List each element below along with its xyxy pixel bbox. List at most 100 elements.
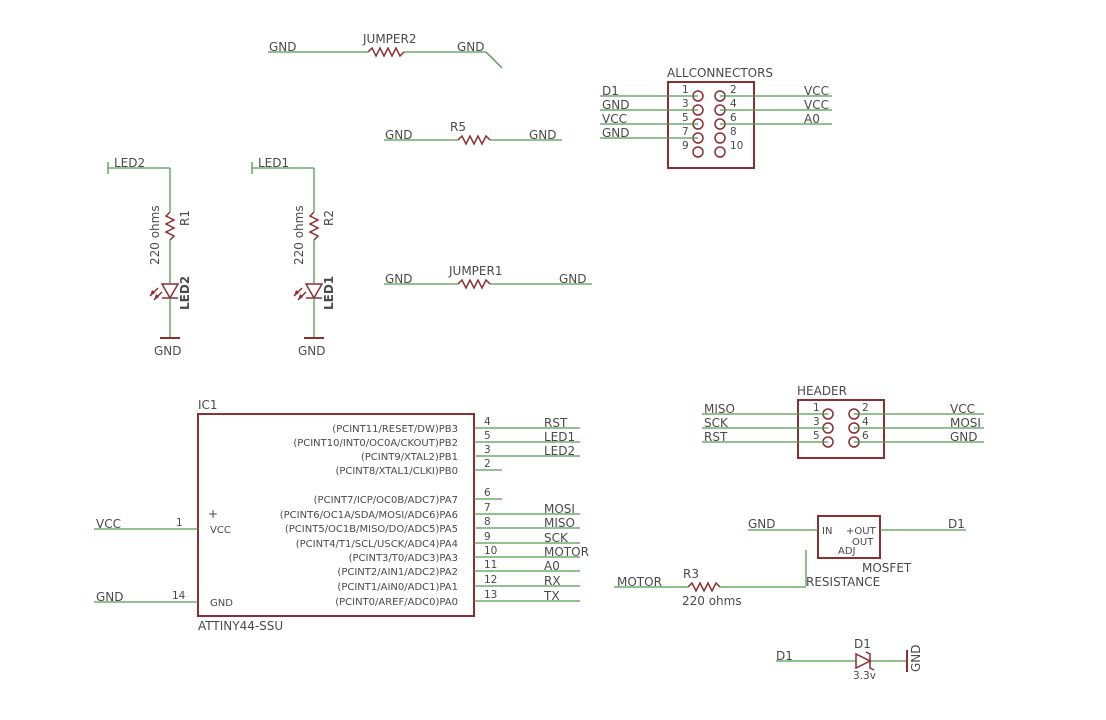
ac-net-vcc: VCC (602, 112, 627, 126)
led2-diode-symbol (160, 283, 180, 300)
ic1-vcc-net: VCC (96, 517, 121, 531)
ac-pin-7: 7 (682, 126, 689, 138)
ic1-pin-net: RST (544, 416, 568, 430)
ic1-pin-net: MOSI (544, 502, 575, 516)
ic1-pin-net: MOTOR (544, 545, 589, 559)
ic1-pin-function: (PCINT5/OC1B/MISO/DO/ADC5)PA5 (285, 524, 458, 535)
ic1-pin-number: 2 (484, 458, 491, 470)
header-body (797, 399, 885, 459)
ic1-pin-function: (PCINT4/T1/SCL/USCK/ADC4)PA4 (296, 539, 458, 550)
ic1-pin-number: 13 (484, 589, 497, 601)
d1-right-net: GND (909, 644, 923, 672)
header-name: HEADER (797, 384, 847, 398)
r3-left-net: MOTOR (617, 575, 662, 589)
mosfet-group[interactable]: IN +OUT OUT ADJ MOSFET GND D1 (748, 515, 966, 586)
hdr-net-vcc: VCC (950, 402, 975, 416)
r2-led1-branch[interactable]: LED1 R2 220 ohms LED1 GND (251, 156, 336, 358)
r1-top-net: LED2 (114, 156, 145, 170)
hdr-net-miso: MISO (704, 402, 735, 416)
mosfet-in-label: IN (822, 526, 832, 537)
ac-pin-5: 5 (682, 112, 689, 124)
ac-pin-3: 3 (682, 98, 689, 110)
mosfet-name: MOSFET (862, 561, 912, 575)
mosfet-out-net: D1 (948, 517, 965, 531)
ac-pin-4: 4 (730, 98, 737, 110)
ic1-pin-number: 8 (484, 516, 491, 528)
r5-name: R5 (450, 120, 466, 134)
jumper2-right-net: GND (457, 40, 485, 54)
jumper1-group[interactable]: JUMPER1 GND GND (384, 264, 592, 290)
ic1-body (197, 413, 475, 617)
header-pin-circles (822, 408, 860, 448)
ic1-pin-number: 12 (484, 574, 497, 586)
d1-left-net: D1 (776, 649, 793, 663)
jumper1-name: JUMPER1 (448, 264, 502, 278)
mosfet-in-net: GND (748, 517, 776, 531)
ic1-pin-function: (PCINT1/AIN0/ADC1)PA1 (337, 582, 458, 593)
r3-group[interactable]: R3 220 ohms MOTOR RESISTANCE (614, 567, 880, 608)
d1-value: 3.3v (853, 670, 876, 682)
r2-resistor-symbol (308, 211, 320, 241)
ic1-pin-function: (PCINT0/AREF/ADC0)PA0 (335, 597, 458, 608)
r1-name: R1 (178, 210, 192, 226)
ic1-pin-net: LED2 (544, 444, 575, 458)
ic1-group[interactable]: IC1 ATTINY44-SSU + VCC GND 1 14 VCC GND … (94, 398, 589, 633)
ic1-part: ATTINY44-SSU (198, 619, 283, 633)
r3-resistor-symbol (687, 581, 721, 593)
ic1-name: IC1 (198, 398, 218, 412)
jumper1-left-net: GND (385, 272, 413, 286)
r2-top-net: LED1 (258, 156, 289, 170)
ic1-pin-number: 3 (484, 444, 491, 456)
ic1-pin-net: A0 (544, 559, 560, 573)
mosfet-adj-label: ADJ (838, 546, 856, 557)
mosfet-body (817, 515, 881, 559)
ic1-pin-function: (PCINT6/OC1A/SDA/MOSI/ADC6)PA6 (280, 510, 458, 521)
ic1-pin-function: (PCINT7/ICP/OC0B/ADC7)PA7 (314, 495, 458, 506)
jumper2-resistor-symbol (367, 46, 405, 58)
jumper2-left-net: GND (269, 40, 297, 54)
r2-value: 220 ohms (292, 205, 306, 265)
hdr-pin-4: 4 (862, 416, 869, 428)
r2-name: R2 (322, 210, 336, 226)
r5-group[interactable]: R5 GND GND (384, 120, 562, 146)
hdr-pin-2: 2 (862, 402, 869, 414)
r5-resistor-symbol (457, 134, 491, 146)
jumper2-group[interactable]: JUMPER2 GND GND (268, 32, 503, 69)
allconnectors-group[interactable]: ALLCONNECTORS 1 3 5 7 9 2 4 6 8 10 D1 GN… (600, 66, 832, 169)
ic1-pin-function: (PCINT10/INT0/OC0A/CKOUT)PB2 (293, 438, 458, 449)
ic1-pin-number: 6 (484, 487, 491, 499)
ic1-pin-net: MISO (544, 516, 575, 530)
hdr-net-sck: SCK (704, 416, 729, 430)
led1-diode-symbol (304, 283, 324, 300)
ac-net-vcc-r1: VCC (804, 84, 829, 98)
mosfet-out1-label: +OUT (846, 526, 877, 537)
d1-group[interactable]: D1 3.3v D1 GND (776, 637, 923, 682)
header-group[interactable]: HEADER 1 3 5 2 4 6 MISO SCK RST VCC MOSI… (702, 384, 984, 459)
hdr-pin-5: 5 (813, 430, 820, 442)
d1-zener-symbol (855, 652, 872, 670)
ic1-pin-function: (PCINT3/T0/ADC3)PA3 (349, 553, 458, 564)
hdr-net-gnd: GND (950, 430, 978, 444)
led2-ground-net: GND (154, 344, 182, 358)
ic1-gnd-label: GND (210, 598, 233, 609)
ac-net-a0: A0 (804, 112, 820, 126)
ic1-pin-net: LED1 (544, 430, 575, 444)
ic1-pin-net: SCK (544, 531, 569, 545)
ic1-plus: + (208, 507, 218, 521)
ic1-pin-net: TX (543, 589, 560, 603)
r3-name: R3 (683, 567, 699, 581)
ic1-gnd-pin-num: 14 (172, 590, 186, 602)
ic1-pin-number: 5 (484, 430, 491, 442)
ac-pin-6: 6 (730, 112, 737, 124)
r1-resistor-symbol (164, 211, 176, 241)
mosfet-out2-label: OUT (852, 537, 874, 548)
led1-name: LED1 (322, 276, 336, 310)
ic1-gnd-net: GND (96, 590, 124, 604)
led1-ground-net: GND (298, 344, 326, 358)
ic1-vcc-label: VCC (210, 525, 231, 536)
ic1-pin-function: (PCINT11/RESET/DW)PB3 (332, 424, 458, 435)
ic1-pin-function: (PCINT2/AIN1/ADC2)PA2 (337, 567, 458, 578)
r1-led2-branch[interactable]: LED2 R1 220 ohms LED2 GND (107, 156, 192, 358)
ic1-vcc-pin-num: 1 (176, 517, 183, 529)
